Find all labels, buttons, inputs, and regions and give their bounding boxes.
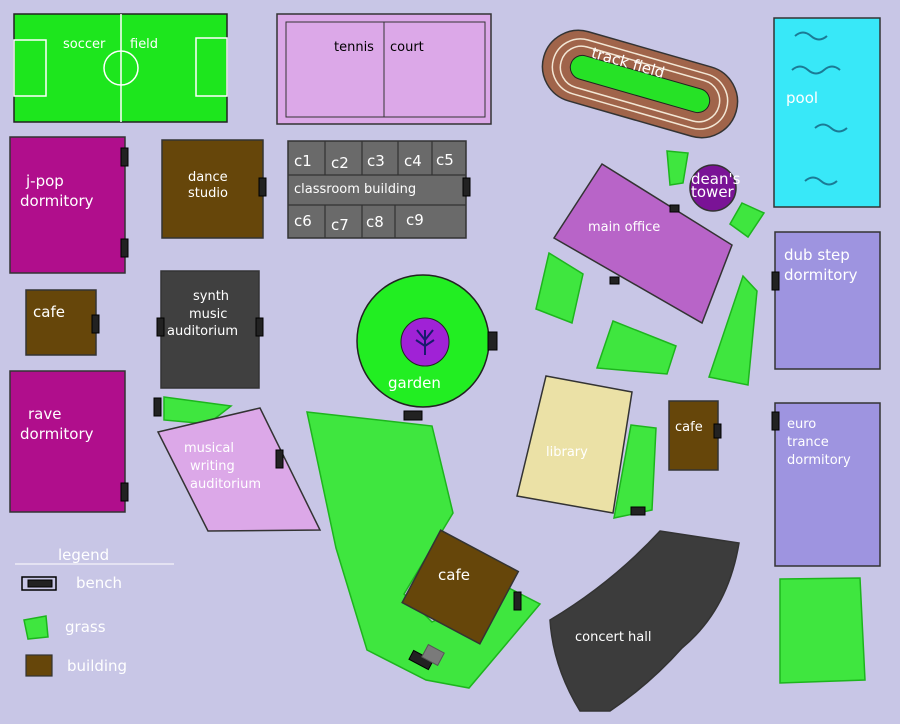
track-field[interactable]: track field — [534, 22, 746, 146]
trance-label: trance — [787, 435, 829, 450]
main-office[interactable]: main office — [552, 162, 733, 325]
bench-icon — [21, 576, 57, 591]
legend-grass-label: grass — [65, 618, 106, 636]
dance-label: dance — [188, 170, 228, 185]
bench-group — [408, 591, 522, 671]
legend: legend bench grass building — [15, 546, 174, 677]
cafe-center[interactable]: cafe — [401, 529, 520, 645]
soccer-label: soccer — [63, 37, 106, 52]
classroom-c2: c2 — [331, 154, 349, 172]
deans-tower[interactable]: dean's tower — [689, 164, 741, 212]
legend-building-label: building — [67, 657, 127, 675]
cafe-center-label: cafe — [438, 566, 470, 584]
rave-dormitory[interactable]: rave dormitory — [9, 370, 129, 513]
garden-label: garden — [388, 374, 441, 392]
deans-label: dean's — [691, 170, 741, 188]
classroom-c8: c8 — [366, 213, 384, 231]
tennis-court[interactable]: tennis court — [276, 13, 492, 125]
synth-label: synth — [193, 289, 229, 304]
writing-label: writing — [190, 459, 235, 474]
plant-icon — [415, 329, 435, 355]
classroom-c5: c5 — [436, 151, 454, 169]
legend-title: legend — [58, 546, 109, 564]
cafe-left-label: cafe — [33, 303, 65, 321]
cafe-left[interactable]: cafe — [25, 289, 100, 356]
pool[interactable]: pool — [773, 17, 881, 208]
classroom-c4: c4 — [404, 152, 422, 170]
euro-label: euro — [787, 417, 816, 432]
concert-hall[interactable]: concert hall — [549, 530, 740, 712]
euro-trance-dormitory[interactable]: euro trance dormitory — [771, 402, 881, 567]
studio-label: studio — [188, 186, 228, 201]
grass-icon — [23, 615, 49, 640]
building-icon — [25, 654, 53, 677]
legend-bench-label: bench — [76, 574, 122, 592]
cafe-right-label: cafe — [675, 420, 703, 435]
cafe-right[interactable]: cafe — [668, 400, 722, 471]
dubstep-dormitory[interactable]: dub step dormitory — [771, 231, 881, 370]
garden[interactable]: garden — [356, 274, 498, 421]
jpop-dormitory[interactable]: j-pop dormitory — [9, 136, 129, 274]
pool-label: pool — [786, 89, 818, 107]
auditorium-label: auditorium — [167, 324, 238, 339]
synth-auditorium[interactable]: synth music auditorium — [156, 270, 264, 389]
soccer-field[interactable]: soccer field — [13, 13, 228, 123]
field-label: field — [130, 37, 158, 52]
dubstep-label: dub step — [784, 246, 850, 264]
tennis-label: tennis — [334, 40, 374, 55]
classroom-c6: c6 — [294, 212, 312, 230]
classroom-c1: c1 — [294, 152, 312, 170]
musical-label: musical — [184, 441, 234, 456]
dubstep-dormitory-label: dormitory — [784, 266, 858, 284]
classroom-c7: c7 — [331, 216, 349, 234]
classroom-building[interactable]: c1 c2 c3 c4 c5 classroom building c6 c7 … — [287, 140, 471, 239]
concert-hall-label: concert hall — [575, 630, 652, 645]
auditorium-label: auditorium — [190, 477, 261, 492]
jpop-label: j-pop — [25, 172, 64, 190]
rave-label: rave — [28, 405, 61, 423]
dance-studio[interactable]: dance studio — [161, 139, 267, 239]
musical-writing-auditorium[interactable]: musical writing auditorium — [153, 397, 322, 532]
classroom-c9: c9 — [406, 211, 424, 229]
main-office-label: main office — [588, 220, 660, 235]
music-label: music — [189, 307, 227, 322]
tower-label: tower — [691, 183, 735, 201]
classroom-c3: c3 — [367, 152, 385, 170]
classroom-building-label: classroom building — [294, 182, 416, 197]
court-label: court — [390, 40, 424, 55]
dormitory-label: dormitory — [787, 453, 851, 468]
library-label: library — [546, 445, 588, 460]
rave-dormitory-label: dormitory — [20, 425, 94, 443]
jpop-dormitory-label: dormitory — [20, 192, 94, 210]
library[interactable]: library — [516, 375, 646, 516]
